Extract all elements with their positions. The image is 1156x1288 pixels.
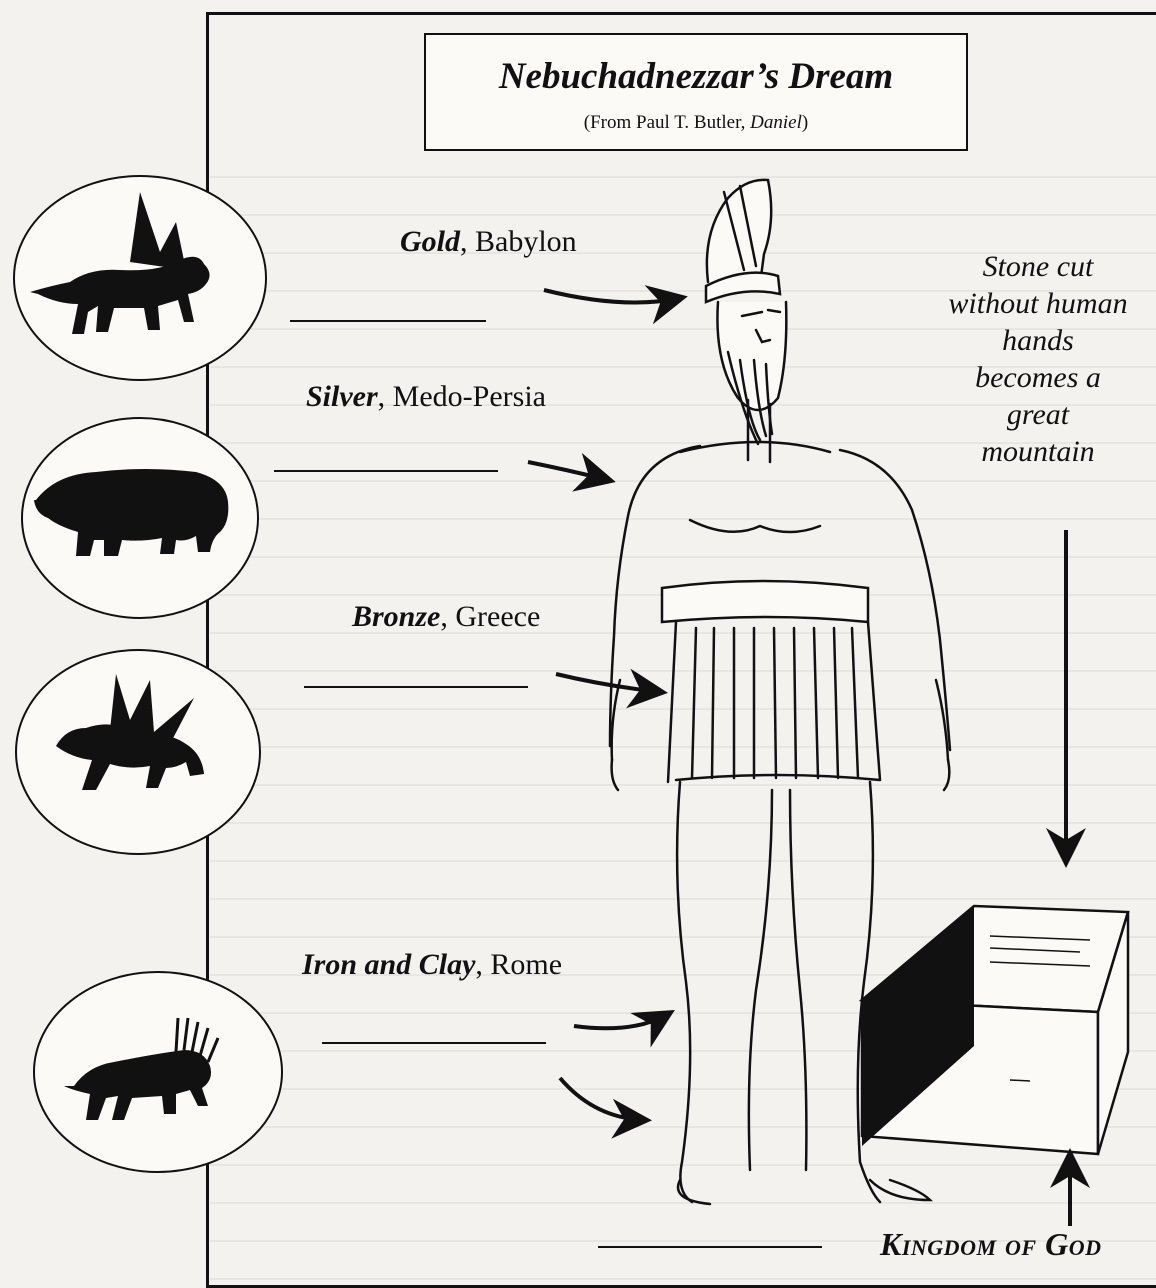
label-silver-metal: Silver (306, 380, 378, 413)
answer-blank-4[interactable] (322, 1042, 546, 1044)
diagram-title: Nebuchadnezzar’s Dream (426, 55, 966, 98)
label-gold: Gold, Babylon (400, 225, 577, 259)
diagram-subtitle: (From Paul T. Butler, Daniel) (426, 112, 966, 134)
diagram-frame (206, 12, 1156, 1288)
label-bronze-kingdom: Greece (455, 600, 540, 633)
label-bronze: Bronze, Greece (352, 600, 540, 634)
stone-caption: Stone cut without human hands becomes a … (948, 248, 1128, 470)
label-silver-kingdom: Medo-Persia (393, 380, 546, 413)
answer-blank-3[interactable] (304, 686, 528, 688)
label-iron-clay-sep: , (475, 948, 490, 981)
label-silver: Silver, Medo-Persia (306, 380, 546, 414)
answer-blank-1[interactable] (290, 320, 486, 322)
answer-blank-2[interactable] (274, 470, 498, 472)
label-iron-clay: Iron and Clay, Rome (302, 948, 562, 982)
subtitle-work: Daniel (750, 112, 802, 133)
label-silver-sep: , (378, 380, 393, 413)
subtitle-suffix: ) (802, 112, 808, 133)
label-bronze-metal: Bronze (352, 600, 440, 633)
label-gold-sep: , (460, 225, 475, 258)
label-iron-clay-metal: Iron and Clay (302, 948, 475, 981)
title-box: Nebuchadnezzar’s Dream (From Paul T. But… (424, 33, 968, 151)
label-gold-kingdom: Babylon (475, 225, 577, 258)
label-gold-metal: Gold (400, 225, 460, 258)
label-iron-clay-kingdom: Rome (490, 948, 562, 981)
kingdom-of-god-label: Kingdom of God (880, 1226, 1101, 1263)
label-bronze-sep: , (440, 600, 455, 633)
answer-blank-5[interactable] (598, 1246, 822, 1248)
subtitle-prefix: (From Paul T. Butler, (584, 112, 750, 133)
